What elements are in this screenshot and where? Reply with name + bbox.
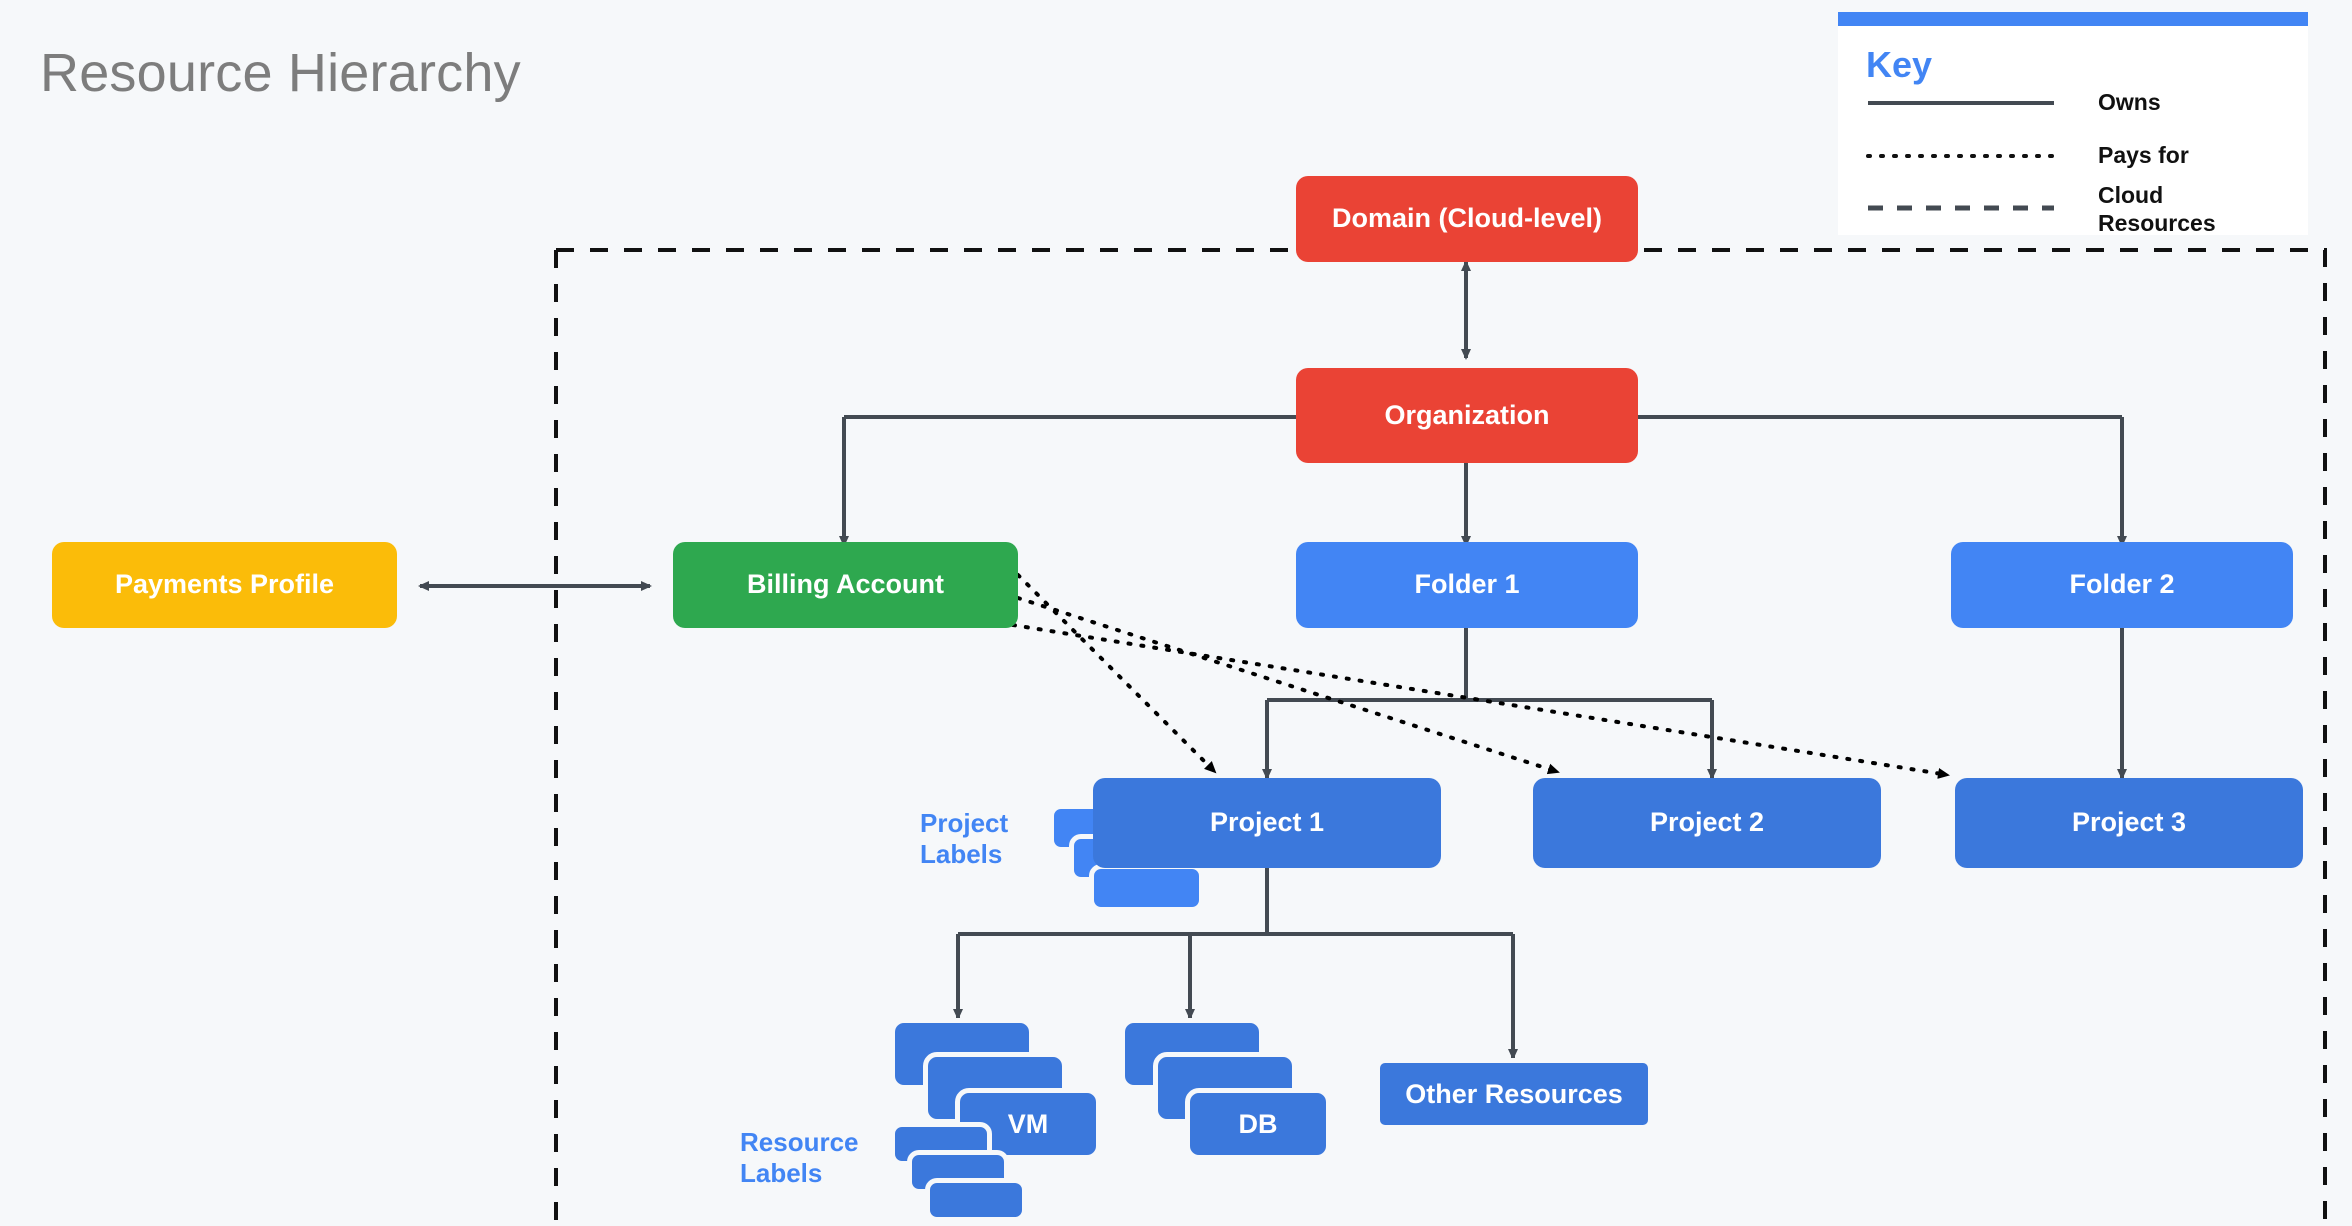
node-billing-account[interactable]: Billing Account (673, 542, 1018, 628)
db-card-front[interactable]: DB (1185, 1088, 1331, 1160)
key-line-samples (1866, 101, 2056, 211)
node-organization[interactable]: Organization (1296, 368, 1638, 463)
node-payments-profile[interactable]: Payments Profile (52, 542, 397, 628)
key-accent-bar (1838, 12, 2308, 26)
key-label-owns: Owns (2098, 89, 2161, 115)
node-other-resources[interactable]: Other Resources (1375, 1058, 1653, 1130)
project-labels-text: Project Labels (920, 808, 1009, 869)
page-title: Resource Hierarchy (40, 43, 521, 103)
cloud-resources-boundary (554, 248, 2327, 1226)
edge-billing-pays-project2 (1016, 596, 1560, 775)
node-project-2[interactable]: Project 2 (1533, 778, 1881, 868)
project-label-chip-3 (1089, 864, 1204, 912)
resource-label-chip-3 (925, 1178, 1027, 1222)
edge-project1-spine (958, 868, 1513, 936)
key-title: Key (1866, 44, 1933, 85)
key-label-cloud-resources: Cloud Resources (2098, 182, 2216, 236)
edge-billing-pays-project3 (1011, 623, 1950, 779)
node-folder-1[interactable]: Folder 1 (1296, 542, 1638, 628)
node-folder-2[interactable]: Folder 2 (1951, 542, 2293, 628)
key-label-pays-for: Pays for (2098, 142, 2189, 168)
edge-folder1-spine (1267, 628, 1712, 702)
node-project-1[interactable]: Project 1 (1093, 778, 1441, 868)
node-domain[interactable]: Domain (Cloud-level) (1296, 176, 1638, 262)
resource-labels-text: Resource Labels (740, 1127, 859, 1188)
key-panel: Key Owns Pays for Cloud Resources (1838, 12, 2308, 236)
edge-billing-pays-project1 (1016, 573, 1217, 774)
node-project-3[interactable]: Project 3 (1955, 778, 2303, 868)
